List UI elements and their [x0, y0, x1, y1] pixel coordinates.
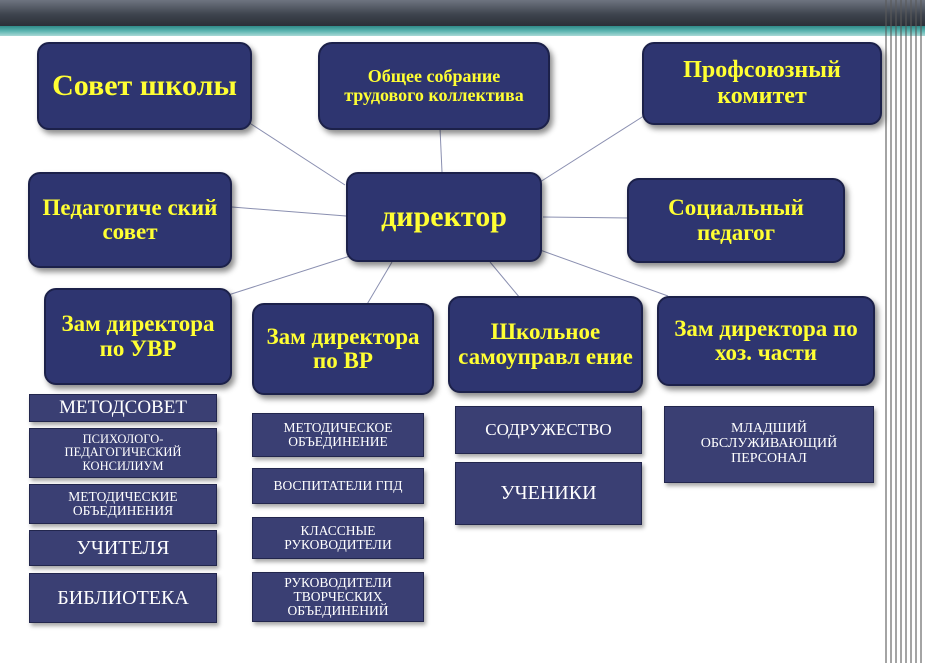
node-deputy-uvr-label: Зам директора по УВР — [61, 311, 215, 361]
node-director-label: директор — [381, 200, 507, 234]
selfgov-item-students: УЧЕНИКИ — [455, 462, 642, 525]
title-accent-strip — [0, 26, 925, 36]
vr-item-gpd-educators: ВОСПИТАТЕЛИ ГПД — [252, 468, 424, 504]
title-bar — [0, 0, 925, 26]
node-deputy-hoz: Зам директора по хоз. части — [657, 296, 875, 386]
node-school-council-label: Совет школы — [52, 69, 237, 103]
uvr-item-library-label: БИБЛИОТЕКА — [57, 586, 189, 609]
uvr-item-library: БИБЛИОТЕКА — [29, 573, 217, 623]
uvr-item-consilium: ПСИХОЛОГО-ПЕДАГОГИЧЕСКИЙ КОНСИЛИУМ — [29, 428, 217, 478]
link-director-social-ped — [542, 216, 631, 219]
vr-item-creative-leaders-label: РУКОВОДИТЕЛИ ТВОРЧЕСКИХ ОБЪЕДИНЕНИЙ — [284, 574, 392, 619]
link-director-deputy-uvr — [221, 255, 351, 298]
node-social-pedagogue: Социальный педагог — [627, 178, 845, 263]
node-deputy-vr-label: Зам директора по ВР — [266, 323, 420, 373]
uvr-item-teachers: УЧИТЕЛЯ — [29, 530, 217, 566]
node-union-committee: Профсоюзный комитет — [642, 42, 882, 125]
node-general-assembly: Общее собрание трудового коллектива — [318, 42, 550, 130]
hoz-item-junior-staff: МЛАДШИЙ ОБСЛУЖИВАЮЩИЙ ПЕРСОНАЛ — [664, 406, 874, 483]
uvr-item-teachers-label: УЧИТЕЛЯ — [76, 536, 170, 559]
uvr-item-method-unions-label: МЕТОДИЧЕСКИЕ ОБЪЕДИНЕНИЯ — [68, 488, 178, 518]
link-director-self-gov — [489, 261, 521, 299]
uvr-item-method-unions: МЕТОДИЧЕСКИЕ ОБЪЕДИНЕНИЯ — [29, 484, 217, 524]
node-union-committee-label: Профсоюзный комитет — [683, 57, 841, 109]
node-general-assembly-label: Общее собрание трудового коллектива — [344, 66, 524, 105]
vr-item-class-leaders: КЛАССНЫЕ РУКОВОДИТЕЛИ — [252, 517, 424, 559]
node-school-self-government: Школьное самоуправл ение — [448, 296, 643, 393]
selfgov-item-commonwealth: СОДРУЖЕСТВО — [455, 406, 642, 454]
link-director-deputy-hoz — [539, 249, 669, 297]
link-director-assembly — [439, 127, 443, 173]
link-director-deputy-vr — [365, 261, 393, 307]
node-school-self-government-label: Школьное самоуправл ение — [458, 319, 633, 369]
node-social-pedagogue-label: Социальный педагог — [668, 195, 804, 245]
link-director-union — [539, 111, 651, 183]
vr-item-creative-leaders: РУКОВОДИТЕЛИ ТВОРЧЕСКИХ ОБЪЕДИНЕНИЙ — [252, 572, 424, 622]
link-director-council — [247, 121, 346, 186]
vr-item-method-union: МЕТОДИЧЕСКОЕ ОБЪЕДИНЕНИЕ — [252, 413, 424, 457]
node-pedagogical-council: Педагогиче ский совет — [28, 172, 232, 268]
vr-item-class-leaders-label: КЛАССНЫЕ РУКОВОДИТЕЛИ — [284, 522, 392, 552]
node-director: директор — [346, 172, 542, 262]
side-stripes — [885, 0, 925, 663]
node-deputy-vr: Зам директора по ВР — [252, 303, 434, 395]
selfgov-item-students-label: УЧЕНИКИ — [500, 482, 597, 504]
vr-item-method-union-label: МЕТОДИЧЕСКОЕ ОБЪЕДИНЕНИЕ — [283, 419, 393, 449]
hoz-item-junior-staff-label: МЛАДШИЙ ОБСЛУЖИВАЮЩИЙ ПЕРСОНАЛ — [700, 421, 838, 466]
uvr-item-consilium-label: ПСИХОЛОГО-ПЕДАГОГИЧЕСКИЙ КОНСИЛИУМ — [64, 432, 182, 473]
selfgov-item-commonwealth-label: СОДРУЖЕСТВО — [485, 420, 612, 440]
uvr-item-metodsovet-label: МЕТОДСОВЕТ — [59, 397, 187, 419]
vr-item-gpd-educators-label: ВОСПИТАТЕЛИ ГПД — [273, 477, 403, 493]
node-school-council: Совет школы — [37, 42, 252, 130]
node-pedagogical-council-label: Педагогиче ский совет — [42, 194, 218, 244]
uvr-item-metodsovet: МЕТОДСОВЕТ — [29, 394, 217, 422]
node-deputy-uvr: Зам директора по УВР — [44, 288, 232, 385]
link-director-ped-council — [231, 206, 347, 217]
node-deputy-hoz-label: Зам директора по хоз. части — [674, 315, 858, 365]
